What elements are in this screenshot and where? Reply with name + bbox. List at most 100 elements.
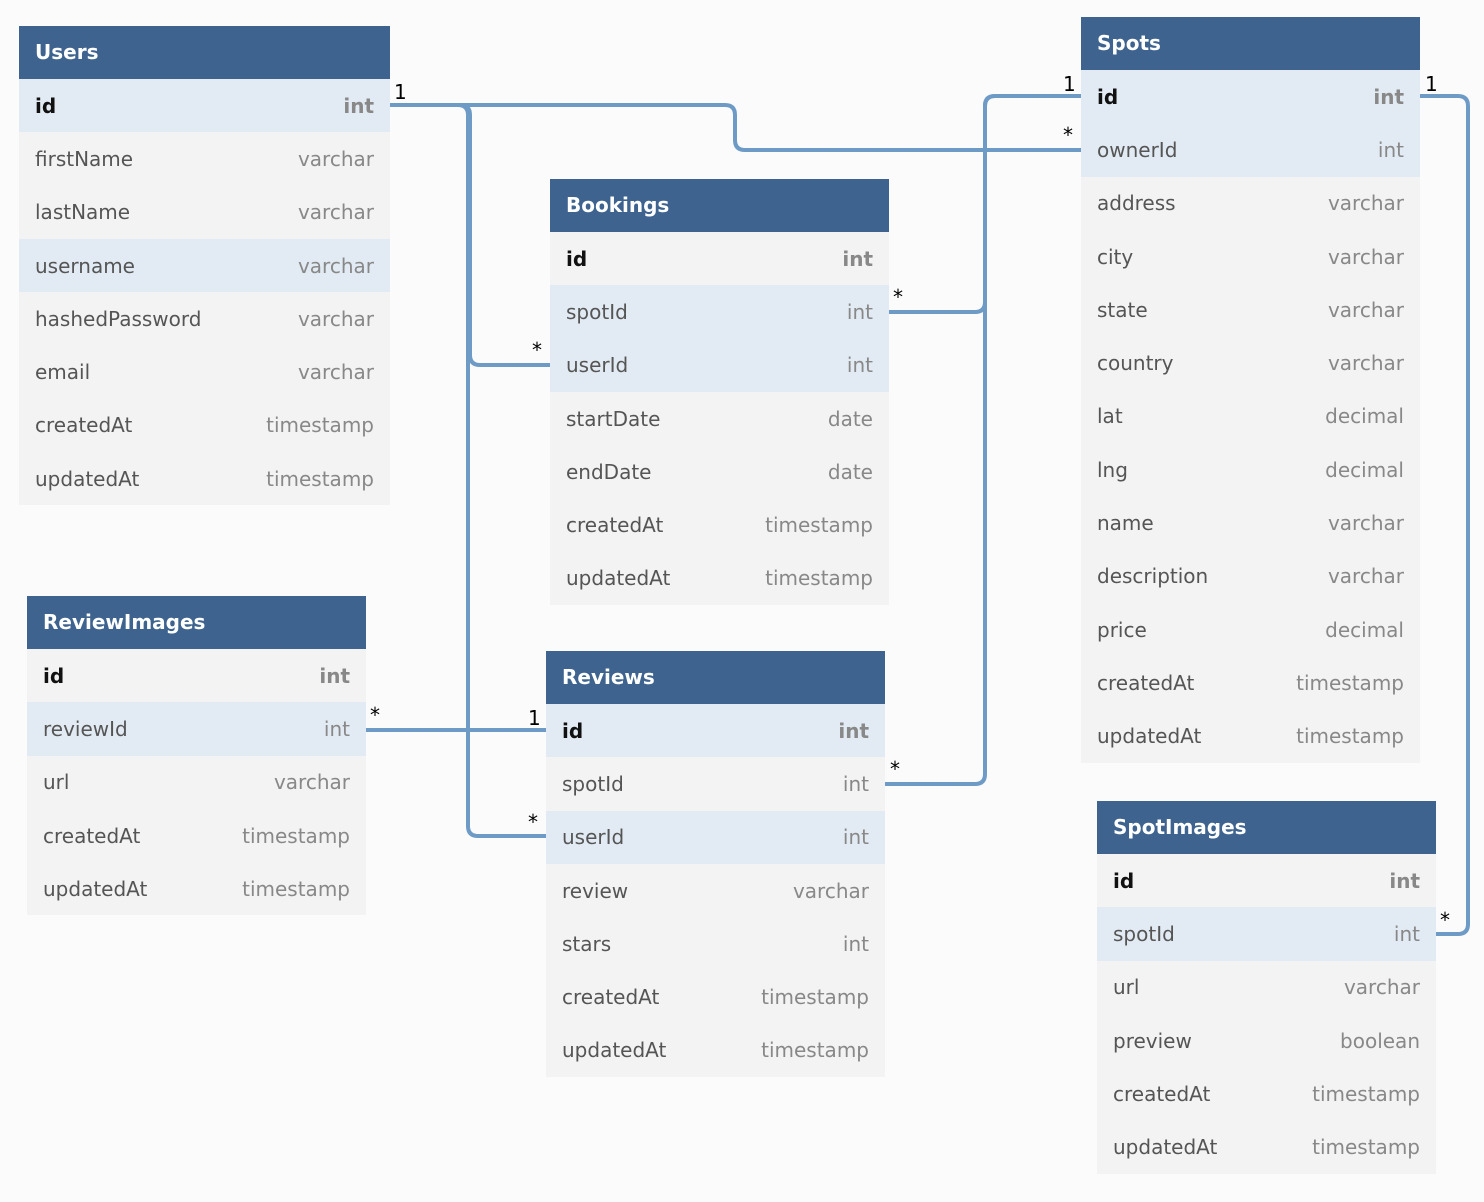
column-type: timestamp [266, 413, 374, 438]
column-name: id [566, 246, 588, 271]
link-users-spots-owner [390, 103, 1081, 152]
table-title: SpotImages [1097, 801, 1436, 854]
column-name: updatedAt [566, 566, 671, 591]
column-name: description [1097, 564, 1209, 589]
column-name: review [562, 878, 629, 903]
cardinality-spots-owner-many: * [1063, 123, 1073, 147]
column-name: name [1097, 511, 1154, 536]
cardinality-spotimages-many: * [1440, 908, 1450, 932]
column-type: decimal [1325, 404, 1404, 429]
table-title: Spots [1081, 17, 1420, 70]
column-type: timestamp [765, 513, 873, 538]
column-type: int [846, 299, 873, 324]
column-type: int [842, 246, 873, 271]
column-type: varchar [792, 878, 869, 903]
column-type: varchar [1343, 975, 1420, 1000]
column-row: updatedAt timestamp [1081, 710, 1420, 763]
column-name: updatedAt [1097, 724, 1202, 749]
cardinality-users-one: 1 [394, 80, 407, 104]
column-name: createdAt [1097, 670, 1195, 695]
column-type: int [846, 353, 873, 378]
column-type: timestamp [1312, 1135, 1420, 1160]
column-type: varchar [297, 200, 374, 225]
column-type: varchar [1327, 511, 1404, 536]
column-name: city [1097, 244, 1134, 269]
link-spots-reviews [885, 94, 1081, 786]
column-type: decimal [1325, 617, 1404, 642]
column-name: stars [562, 931, 612, 956]
column-row: email varchar [19, 345, 390, 398]
column-type: varchar [297, 306, 374, 331]
column-type: int [1389, 868, 1420, 893]
cardinality-spots-one: 1 [1063, 72, 1076, 96]
column-type: varchar [273, 770, 350, 795]
column-type: decimal [1325, 457, 1404, 482]
column-type: int [842, 931, 869, 956]
column-type: varchar [1327, 191, 1404, 216]
column-type: boolean [1340, 1028, 1420, 1053]
column-type: timestamp [1296, 724, 1404, 749]
cardinality-bookings-user-many: * [532, 338, 542, 362]
column-row: userId int [550, 338, 889, 392]
column-type: varchar [1327, 297, 1404, 322]
column-name: address [1097, 191, 1176, 216]
column-type: timestamp [765, 566, 873, 591]
column-name: userId [566, 353, 629, 378]
column-type: timestamp [1312, 1081, 1420, 1106]
column-name: id [1097, 84, 1119, 109]
column-name: userId [562, 825, 625, 850]
table-title: Bookings [550, 179, 889, 232]
column-name: username [35, 253, 135, 278]
cardinality-reviews-user-many: * [528, 810, 538, 834]
column-name: createdAt [1113, 1081, 1211, 1106]
column-type: int [838, 718, 869, 743]
column-name: lastName [35, 200, 131, 225]
column-name: spotId [1113, 921, 1175, 946]
column-type: varchar [297, 360, 374, 385]
column-type: date [827, 459, 873, 484]
column-row: review varchar [546, 864, 885, 917]
column-type: timestamp [761, 985, 869, 1010]
column-row: url varchar [27, 756, 366, 809]
column-name: updatedAt [43, 876, 148, 901]
column-name: id [43, 663, 65, 688]
column-type: date [827, 406, 873, 431]
column-name: ownerId [1097, 137, 1178, 162]
table-title: Reviews [546, 651, 885, 704]
column-row: createdAt timestamp [1097, 1067, 1436, 1120]
column-name: email [35, 360, 91, 385]
column-name: preview [1113, 1028, 1192, 1053]
column-name: url [43, 770, 70, 795]
column-type: int [1373, 84, 1404, 109]
column-row: preview boolean [1097, 1014, 1436, 1067]
column-type: int [842, 771, 869, 796]
column-name: country [1097, 351, 1174, 376]
cardinality-bookings-spot-many: * [893, 285, 903, 309]
table-title: ReviewImages [27, 596, 366, 649]
link-users-reviews [390, 103, 546, 838]
column-name: updatedAt [35, 466, 140, 491]
column-type: timestamp [761, 1038, 869, 1063]
column-type: varchar [297, 146, 374, 171]
